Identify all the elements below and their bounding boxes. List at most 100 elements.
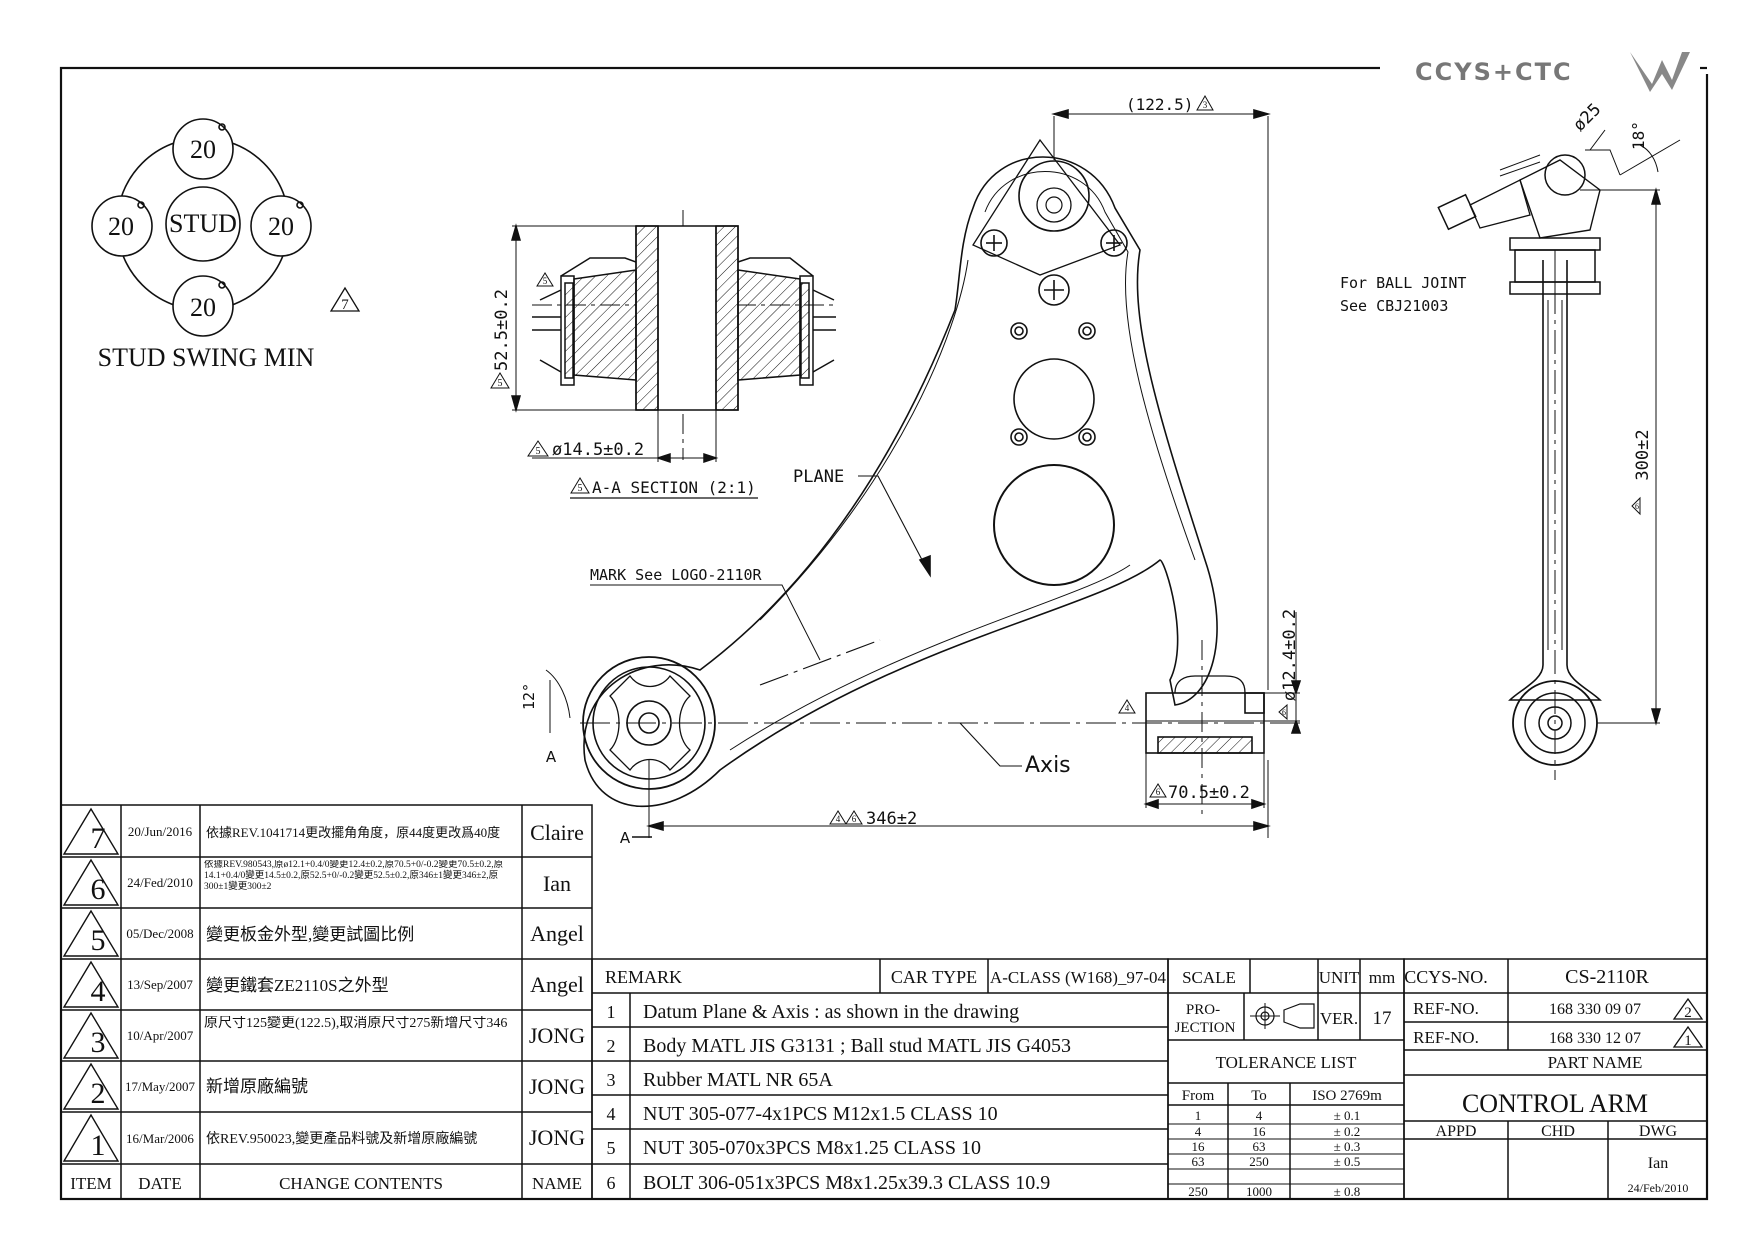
arm-outline xyxy=(583,156,1218,808)
rev-row-7: 7 20/Jun/2016 依據REV.1041714更改擺角角度，原44度更改… xyxy=(62,807,584,855)
rev-header-row: ITEM DATE CHANGE CONTENTS NAME xyxy=(70,1174,582,1193)
part-name-label: PART NAME xyxy=(1548,1053,1643,1072)
remark-item: 1 Datum Plane & Axis : as shown in the d… xyxy=(607,1001,1020,1023)
remarks-table: REMARK CAR TYPE A-CLASS (W168)_97-04 1 D… xyxy=(591,958,1169,1200)
stud-swing-bottom-value: 20 xyxy=(190,293,216,322)
car-type-value: A-CLASS (W168)_97-04 xyxy=(990,968,1167,987)
length-marker-b: 6 xyxy=(852,814,857,824)
scale-label: SCALE xyxy=(1182,968,1236,987)
car-type-label: CAR TYPE xyxy=(891,967,977,987)
dwg-name: Ian xyxy=(1648,1155,1668,1172)
tol-from: 63 xyxy=(1192,1154,1205,1169)
remarks-header: REMARK xyxy=(605,967,682,987)
rev-header-contents: CHANGE CONTENTS xyxy=(279,1174,443,1193)
unit-value: mm xyxy=(1369,968,1395,987)
stud-swing-title: STUD SWING MIN xyxy=(98,343,315,372)
bushing-len-marker: 6 xyxy=(1156,787,1161,797)
rev-contents: 原尺寸125變更(122.5),取消原尺寸275新增尺寸346 xyxy=(204,1016,508,1031)
projection-symbol-icon xyxy=(1250,1003,1315,1029)
rev-header-item: ITEM xyxy=(70,1174,112,1193)
rev-row-5: 5 05/Dec/2008 變更板金外型,變更試圖比例 Angel xyxy=(62,909,584,957)
section-bore-marker: 5 xyxy=(536,446,541,457)
remark-number: 4 xyxy=(607,1104,616,1124)
side-view: For BALL JOINT See CBJ21003 ø25 18° 300±… xyxy=(1340,100,1681,780)
remark-text: NUT 305-077-4x1PCS M12x1.5 CLASS 10 xyxy=(643,1103,998,1125)
stud-swing-rev-marker: 7 xyxy=(341,297,349,313)
bushing-marker: 4 xyxy=(1125,703,1130,713)
ref1-value: 168 330 09 07 xyxy=(1549,1001,1641,1018)
stud-swing-center-label: STUD xyxy=(169,209,237,238)
remark-item: 2 Body MATL JIS G3131 ; Ball stud MATL J… xyxy=(607,1035,1072,1057)
side-length-marker: 6 xyxy=(1635,502,1639,511)
ver-label: VER. xyxy=(1320,1009,1358,1028)
rev-date: 17/May/2007 xyxy=(125,1079,196,1094)
dwg-label: DWG xyxy=(1639,1123,1678,1140)
rev-name: Claire xyxy=(530,820,584,845)
ref2-marker: 1 xyxy=(1684,1033,1692,1049)
rev-contents: 依REV.950023,變更產品料號及新增原廠編號 xyxy=(206,1130,477,1147)
brand-logo: CCYS+CTC xyxy=(1415,52,1690,92)
rev-item: 4 xyxy=(91,975,106,1008)
rev-name: Angel xyxy=(530,972,584,997)
rev-item: 5 xyxy=(91,924,106,957)
rev-row-2: 2 17/May/2007 新增原廠編號 JONG xyxy=(62,1062,585,1110)
section-letter-top: A xyxy=(546,748,557,766)
remark-number: 5 xyxy=(607,1138,616,1158)
section-view: 52.5±0.2 5 5 5 ø14.5±0.2 5 A-A SECTION (… xyxy=(490,210,836,499)
side-note-line1: For BALL JOINT xyxy=(1340,274,1466,292)
projection-label-1: PRO- xyxy=(1186,1002,1220,1018)
tol-from: 16 xyxy=(1192,1139,1206,1154)
section-height-dim: 52.5±0.2 xyxy=(492,289,512,371)
control-arm-main-view: (122.5) 3 PLANE MARK See LOGO-2110R Axis… xyxy=(520,94,1302,847)
rev-date: 16/Mar/2006 xyxy=(126,1131,194,1146)
rev-name: Ian xyxy=(543,871,571,896)
tol-from: 250 xyxy=(1188,1184,1208,1199)
ball-dia-text: ø25 xyxy=(1569,100,1605,136)
tol-to: 16 xyxy=(1253,1124,1267,1139)
rev-date: 24/Fed/2010 xyxy=(127,875,193,890)
rev-item: 1 xyxy=(91,1129,106,1162)
bushing-dia-marker: 6 xyxy=(1282,708,1286,717)
rev-date: 13/Sep/2007 xyxy=(127,977,193,992)
tol-row: 63 250 ± 0.5 xyxy=(1192,1154,1361,1169)
remark-text: Datum Plane & Axis : as shown in the dra… xyxy=(643,1001,1019,1023)
remark-item: 4 NUT 305-077-4x1PCS M12x1.5 CLASS 10 xyxy=(607,1103,998,1125)
stud-swing-top-value: 20 xyxy=(190,135,216,164)
ver-value: 17 xyxy=(1373,1008,1392,1029)
rev-contents: 變更板金外型,變更試圖比例 xyxy=(206,925,414,944)
length-marker-a: 4 xyxy=(836,814,841,824)
stud-swing-right-value: 20 xyxy=(268,212,294,241)
axis-label: Axis xyxy=(1025,753,1071,778)
tol-value: ± 0.5 xyxy=(1334,1154,1361,1169)
remark-text: Body MATL JIS G3131 ; Ball stud MATL JIS… xyxy=(643,1035,1071,1057)
section-corner-marker: 5 xyxy=(543,276,548,286)
tol-row: 4 16 ± 0.2 xyxy=(1195,1124,1361,1139)
section-title: A-A SECTION (2:1) xyxy=(592,478,756,497)
plane-label: PLANE xyxy=(793,467,844,487)
rev-contents: 依據REV.1041714更改擺角角度，原44度更改爲40度 xyxy=(206,825,500,840)
rev-contents: 依據REV.980543,原ø12.1+0.4/0變更12.4±0.2,原70.… xyxy=(204,860,504,892)
rev-header-date: DATE xyxy=(138,1174,181,1193)
brand-text: CCYS+CTC xyxy=(1415,58,1573,86)
ref1-label: REF-NO. xyxy=(1413,999,1479,1018)
remark-number: 1 xyxy=(607,1002,616,1022)
remark-item: 3 Rubber MATL NR 65A xyxy=(607,1069,834,1091)
remark-text: NUT 305-070x3PCS M8x1.25 CLASS 10 xyxy=(643,1137,981,1159)
stud-swing-left-value: 20 xyxy=(108,212,134,241)
remark-text: Rubber MATL NR 65A xyxy=(643,1069,833,1091)
ref2-value: 168 330 12 07 xyxy=(1549,1030,1641,1047)
unit-label: UNIT xyxy=(1319,968,1360,987)
appd-label: APPD xyxy=(1436,1123,1477,1140)
rev-header-name: NAME xyxy=(532,1174,582,1193)
tol-to: 1000 xyxy=(1246,1184,1272,1199)
tol-value: ± 0.3 xyxy=(1334,1139,1361,1154)
tol-value: ± 0.2 xyxy=(1334,1124,1361,1139)
tolerance-block: SCALE UNIT mm PRO- JECTION VER. 17 TOLER… xyxy=(1167,958,1405,1200)
brand-gap xyxy=(1380,60,1712,74)
side-note-line2: See CBJ21003 xyxy=(1340,297,1448,315)
remark-number: 2 xyxy=(607,1036,616,1056)
ccys-value: CS-2110R xyxy=(1565,966,1649,988)
chd-label: CHD xyxy=(1541,1123,1575,1140)
part-name: CONTROL ARM xyxy=(1462,1089,1648,1118)
tol-row: 1 4 ± 0.1 xyxy=(1195,1108,1361,1123)
